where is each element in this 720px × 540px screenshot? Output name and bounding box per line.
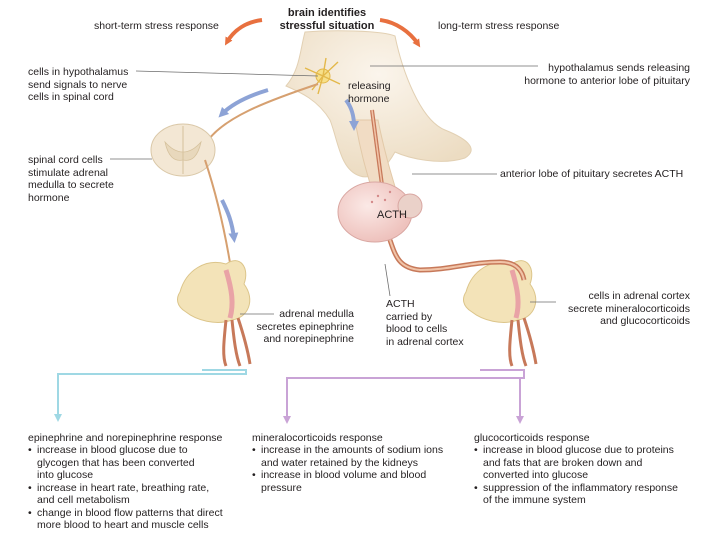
brain-identifies-title: brain identifies stressful situation [279, 7, 375, 32]
response-item: increase in blood glucose due to glycoge… [28, 444, 248, 482]
adrenal-medulla-callout: adrenal medulla secretes epinephrine and… [256, 308, 354, 345]
response-list: increase in the amounts of sodium ions a… [252, 444, 467, 494]
response-title: epinephrine and norepinephrine response [28, 432, 223, 444]
nerve-down-arrow [220, 199, 239, 243]
response-item: suppression of the inflammatory response… [474, 482, 704, 507]
response-list: increase in blood glucose due to glycoge… [28, 444, 248, 532]
response-list: increase in blood glucose due to protein… [474, 444, 704, 507]
cortex-bracket [286, 369, 525, 418]
releasing-hormone-label: releasing hormone [348, 80, 391, 105]
hypothalamus-sends-callout: hypothalamus sends releasing hormone to … [524, 62, 690, 87]
acth-gland-label: ACTH [377, 209, 407, 221]
nerve-to-adrenal [204, 159, 233, 276]
long-term-arrow [379, 18, 421, 48]
response-item: change in blood flow patterns that direc… [28, 507, 248, 532]
response-item: increase in heart rate, breathing rate, … [28, 482, 248, 507]
nerve-fiber [204, 83, 319, 146]
response-item: increase in blood volume and blood press… [252, 469, 467, 494]
long-term-label: long-term stress response [438, 20, 560, 32]
acth-carried-callout: ACTH carried by blood to cells in adrena… [386, 298, 464, 348]
response-item: increase in the amounts of sodium ions a… [252, 444, 467, 469]
response-title: glucocorticoids response [474, 432, 590, 444]
hypothalamus-neuron [304, 57, 341, 95]
hypothalamus-cells-callout: cells in hypothalamus send signals to ne… [28, 66, 129, 103]
response-item: increase in blood glucose due to protein… [474, 444, 704, 482]
leader-lines [110, 65, 556, 315]
response-title: mineralocorticoids response [252, 432, 383, 444]
adrenal-cortex-callout: cells in adrenal cortex secrete mineralo… [568, 290, 690, 327]
spinal-cord-cells-callout: spinal cord cells stimulate adrenal medu… [28, 154, 114, 204]
epinephrine-bracket [54, 369, 247, 422]
short-term-arrow [224, 18, 263, 46]
spinal-cord [150, 123, 216, 177]
left-adrenal-gland [177, 260, 252, 367]
short-term-label: short-term stress response [94, 20, 219, 32]
releasing-hormone-arrow [344, 98, 359, 131]
pituitary-secretes-callout: anterior lobe of pituitary secretes ACTH [500, 168, 684, 180]
spinal-nerve-arrow [218, 88, 269, 118]
